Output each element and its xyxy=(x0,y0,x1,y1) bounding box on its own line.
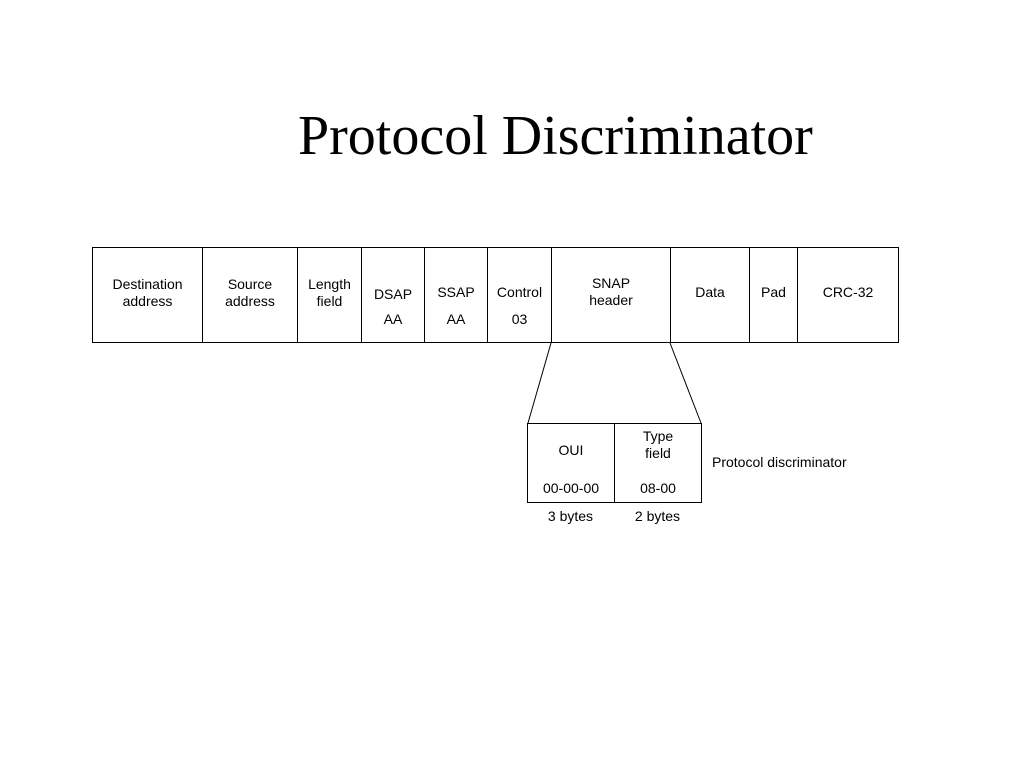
field-label: OUI xyxy=(558,442,584,458)
frame-format-table: Destination address Source address Lengt… xyxy=(92,247,899,343)
field-label: SNAP header xyxy=(589,275,633,308)
field-value: 08-00 xyxy=(640,480,676,496)
field-label: Destination address xyxy=(112,276,183,309)
field-label: Data xyxy=(695,284,725,300)
snap-field-oui: OUI 00-00-00 xyxy=(528,424,615,502)
frame-field-pad: Pad xyxy=(750,248,798,342)
field-label: SSAP xyxy=(437,284,475,300)
snap-field-type: Type field 08-00 xyxy=(615,424,701,502)
frame-field-crc-32: CRC-32 xyxy=(798,248,898,342)
frame-field-source-address: Source address xyxy=(203,248,298,342)
frame-field-dsap: DSAP AA xyxy=(362,248,425,342)
connector-line-right xyxy=(669,342,702,424)
snap-header-table: OUI 00-00-00 Type field 08-00 xyxy=(527,423,702,503)
field-value: 03 xyxy=(511,311,528,327)
field-label: Type field xyxy=(642,428,674,461)
type-size-label: 2 bytes xyxy=(634,508,681,524)
slide-title: Protocol Discriminator xyxy=(298,105,813,167)
frame-field-snap-header: SNAP header xyxy=(552,248,671,342)
field-label: Control xyxy=(496,284,543,300)
oui-size-label: 3 bytes xyxy=(547,508,594,524)
field-label: CRC-32 xyxy=(822,284,874,300)
field-label: Length field xyxy=(308,276,351,309)
field-label: Source address xyxy=(225,276,275,309)
protocol-discriminator-label: Protocol discriminator xyxy=(712,454,847,470)
field-label: Pad xyxy=(761,284,786,300)
frame-field-ssap: SSAP AA xyxy=(425,248,488,342)
field-label: DSAP xyxy=(373,286,413,302)
field-value: AA xyxy=(446,311,466,327)
frame-field-length: Length field xyxy=(298,248,362,342)
connector-line-left xyxy=(527,342,552,424)
field-value: AA xyxy=(383,311,403,327)
field-value: 00-00-00 xyxy=(542,480,600,496)
frame-field-destination-address: Destination address xyxy=(93,248,203,342)
frame-field-control: Control 03 xyxy=(488,248,552,342)
frame-field-data: Data xyxy=(671,248,750,342)
